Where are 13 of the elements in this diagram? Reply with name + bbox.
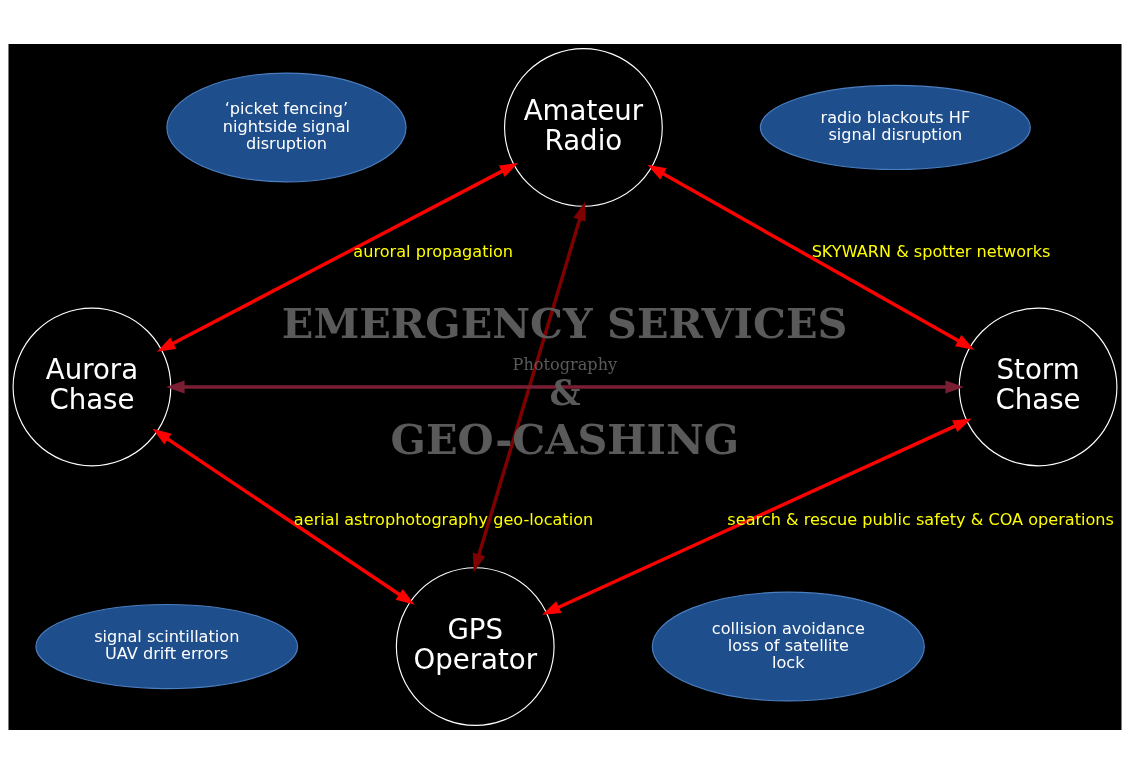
arrow xyxy=(152,428,415,605)
node-ellipse: ‘picket fencing’ nightside signal disruption xyxy=(166,72,407,183)
edge-label: SKYWARN & spotter networks xyxy=(811,242,1051,262)
node-ellipse: signal scintillation UAV drift errors xyxy=(35,603,299,690)
node-circle: Storm Chase xyxy=(958,307,1118,467)
arrow xyxy=(647,164,975,350)
node-ellipse: radio blackouts HF signal disruption xyxy=(759,84,1031,171)
edge-label: aerial astrophotography geo-location xyxy=(293,510,594,530)
node-circle: Amateur Radio xyxy=(504,48,663,207)
node-ellipse: collision avoidance loss of satellite lock xyxy=(651,591,925,702)
arrow xyxy=(472,201,586,573)
edge-label: auroral propagation xyxy=(353,242,514,262)
arrow xyxy=(166,380,964,394)
